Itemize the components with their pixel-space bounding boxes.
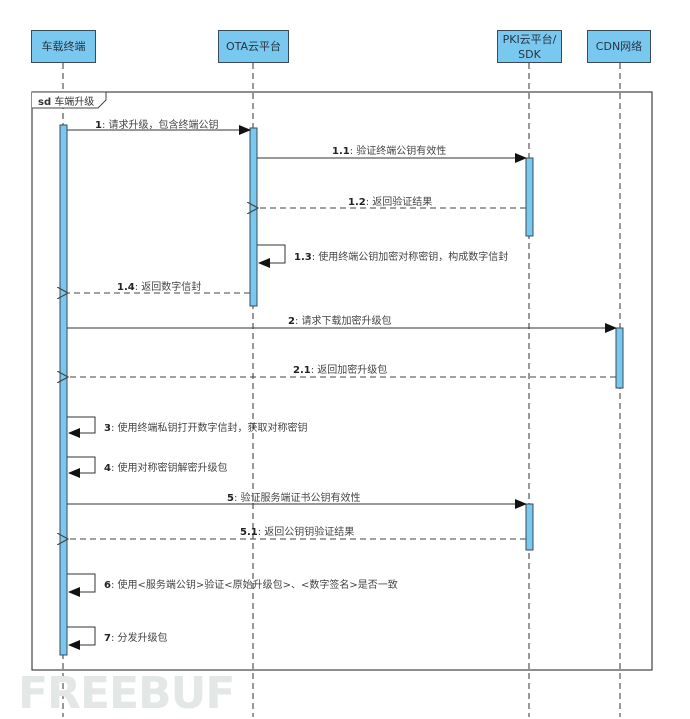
message-label-6: 6: 使用<服务端公钥>验证<原始升级包>、<数字签名>是否一致 — [104, 580, 398, 591]
lifeline-head-vehicle: 车载终端 — [31, 30, 96, 63]
lifeline-label: 车载终端 — [41, 40, 86, 53]
frame-keyword: sd — [38, 97, 52, 108]
lifeline-label: PKI云平台/ SDK — [502, 32, 557, 61]
message-arrow-3 — [67, 416, 96, 438]
message-label-1: 1: 请求升级，包含终端公钥 — [95, 120, 219, 131]
message-label-7: 7: 分发升级包 — [104, 633, 168, 644]
message-label-1-1: 1.1: 验证终端公钥有效性 — [332, 146, 447, 157]
frame-tag-box — [32, 91, 107, 109]
lifeline-label: OTA云平台 — [225, 40, 282, 53]
interaction-frame — [31, 91, 653, 671]
frame-tag: sd 车端升级 — [38, 93, 94, 108]
activation-ota — [249, 127, 258, 307]
message-arrow-4 — [67, 456, 96, 478]
activation-pki-2 — [525, 503, 534, 551]
activation-pki-1 — [525, 157, 534, 237]
message-label-1-2: 1.2: 返回验证结果 — [348, 197, 433, 208]
lifeline-head-cdn: CDN网络 — [587, 30, 651, 63]
message-label-5-1: 5.1: 返回公钥钥验证结果 — [240, 527, 355, 538]
frame-title: 车端升级 — [54, 97, 95, 108]
message-arrow-6 — [67, 573, 96, 597]
lifeline-head-pki: PKI云平台/ SDK — [497, 30, 562, 63]
message-arrow-7 — [67, 626, 96, 650]
message-label-1-3: 1.3: 使用终端公钥加密对称密钥，构成数字信封 — [294, 252, 509, 263]
message-label-1-4: 1.4: 返回数字信封 — [117, 282, 202, 293]
message-label-4: 4: 使用对称密钥解密升级包 — [104, 463, 228, 474]
activation-cdn — [615, 327, 624, 389]
message-arrow-1-3 — [257, 244, 286, 268]
message-label-5: 5: 验证服务端证书公钥有效性 — [227, 493, 361, 504]
watermark-logo: FREEBUF — [18, 668, 235, 719]
message-label-3: 3: 使用终端私钥打开数字信封，获取对称密钥 — [104, 423, 308, 434]
lifeline-head-ota: OTA云平台 — [218, 30, 289, 63]
message-label-2: 2: 请求下载加密升级包 — [288, 316, 392, 327]
message-label-2-1: 2.1: 返回加密升级包 — [293, 365, 388, 376]
lifeline-label: CDN网络 — [595, 40, 643, 53]
activation-vehicle — [59, 124, 68, 656]
